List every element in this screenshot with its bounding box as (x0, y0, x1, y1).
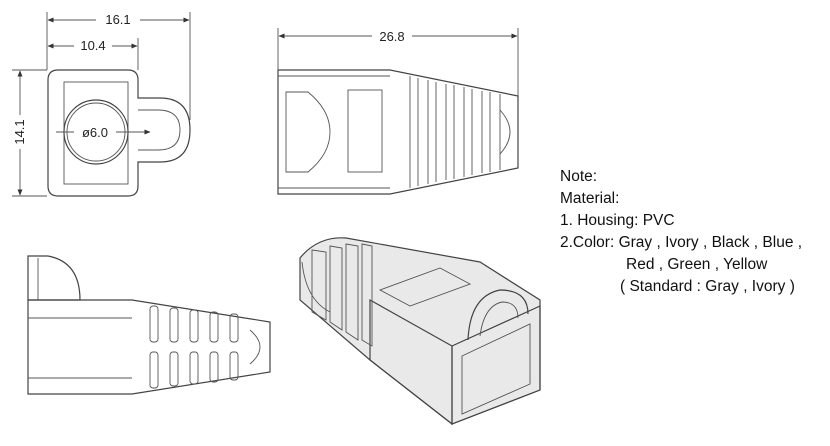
dim-height: 14.1 (12, 119, 27, 144)
notes-block: Note: Material: 1. Housing: PVC 2.Color:… (560, 166, 828, 298)
dim-inner-width: 10.4 (80, 38, 105, 53)
side-view: 26.8 (277, 27, 519, 195)
standard-colors: ( Standard : Gray , Ivory ) (620, 278, 795, 295)
isometric-ribs (301, 243, 373, 347)
front-view: 16.1 10.4 14.1 ø6.0 (12, 11, 191, 197)
housing-material: 1. Housing: PVC (560, 212, 675, 229)
material-label: Material: (560, 190, 620, 207)
dim-overall-width: 16.1 (105, 12, 130, 27)
isometric-view (299, 237, 541, 426)
color-options-line2: Red , Green , Yellow (626, 256, 768, 273)
side-view-ribs (409, 76, 501, 188)
bottom-view (27, 255, 271, 395)
dim-length: 26.8 (379, 29, 404, 44)
notes-heading: Note: (560, 168, 598, 185)
color-options-line1: 2.Color: Gray , Ivory , Black , Blue , (560, 234, 803, 251)
bottom-view-ribs (149, 305, 239, 389)
dim-hole-diameter: ø6.0 (82, 125, 108, 140)
